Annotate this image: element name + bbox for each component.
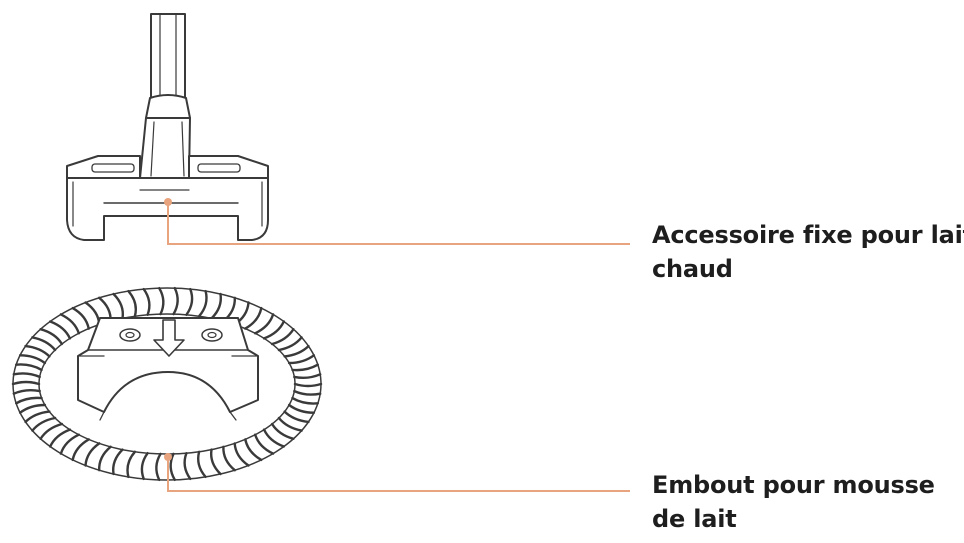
spring-coil-turn xyxy=(59,313,80,335)
spring-coil-turn xyxy=(39,422,64,440)
spring-coil-turn xyxy=(169,452,176,482)
spring-coil-turn xyxy=(12,389,41,395)
spring-coil-turn xyxy=(185,287,194,316)
spring-coil-turn xyxy=(126,450,137,479)
spring-coil-turn xyxy=(140,452,149,481)
spring-coil-turn xyxy=(84,301,101,326)
spring-coil-turn xyxy=(11,380,41,386)
spring-coil-turn xyxy=(233,442,250,467)
spring-coil-turn xyxy=(31,336,57,352)
froth-tip-insert xyxy=(77,317,259,421)
spring-coil-turn xyxy=(287,354,316,365)
hot-milk-attachment-drawing xyxy=(66,13,269,241)
spring-coil-turn xyxy=(283,410,310,424)
spring-coil-turn xyxy=(158,286,165,316)
spring-coil-turn xyxy=(127,289,138,318)
spring-coil-turn xyxy=(183,452,192,481)
spring-coil-turn xyxy=(71,438,90,462)
spring-coil-turn xyxy=(293,389,322,396)
spring-coil-turn xyxy=(287,403,316,414)
spring-coil-turn xyxy=(15,396,43,405)
spring-coil-turn xyxy=(283,344,310,358)
spring-coil-turn xyxy=(172,286,179,316)
spring-coil-turn xyxy=(254,433,275,455)
spring-coil-turn xyxy=(142,287,151,316)
spring-coil-turn xyxy=(244,438,263,462)
callout-label-line-2: de lait xyxy=(652,505,737,533)
spring-coil-turn xyxy=(59,433,80,455)
spring-coil-turn xyxy=(15,363,43,372)
callout-line-froth-tip xyxy=(167,457,630,492)
spring-coil-turn xyxy=(293,373,322,379)
spring-coil-turn xyxy=(84,442,101,467)
spring-coil-turn xyxy=(254,313,275,335)
spring-coil-turn xyxy=(222,445,236,472)
spring-coil-turn xyxy=(31,416,57,432)
callout-label-line-1: Accessoire fixe pour lait xyxy=(652,221,964,249)
spring-coil-turn xyxy=(197,289,208,318)
spring-coil-turn xyxy=(291,363,319,372)
froth-tip-drawing xyxy=(11,286,323,482)
spring-coil-turn xyxy=(270,328,295,346)
spring-coil-turn xyxy=(291,396,319,405)
callout-label-line-1: Embout pour mousse xyxy=(652,471,935,499)
spring-coil-turn xyxy=(155,452,162,482)
spring-coil-turn xyxy=(112,448,124,476)
spring-coil-turn xyxy=(209,448,222,476)
spring-coil-turn xyxy=(97,445,112,472)
callout-line-hot-milk xyxy=(167,202,630,245)
spring-coil-turn xyxy=(39,328,64,346)
spring-coil-turn xyxy=(244,306,263,330)
spring-coil-turn xyxy=(196,450,207,479)
spring-coil-turn xyxy=(18,354,47,365)
spring-coil xyxy=(11,286,323,482)
callout-dot-hot-milk xyxy=(164,198,172,206)
spring-coil-turn xyxy=(71,306,90,330)
callout-label-line-2: chaud xyxy=(652,255,733,283)
spring-coil-turn xyxy=(12,372,41,379)
callout-dot-froth-tip xyxy=(164,453,172,461)
callout-leaders xyxy=(164,198,630,492)
callout-label-froth-tip: Embout pour mousse de lait xyxy=(652,468,935,536)
spring-coil-turn xyxy=(49,320,72,340)
arrow-down-icon xyxy=(153,319,185,357)
spring-coil-turn xyxy=(24,344,51,358)
spring-coil-turn xyxy=(262,428,285,448)
spring-coil-turn xyxy=(18,403,47,414)
spring-coil-turn xyxy=(49,428,72,448)
spring-coil-turn xyxy=(277,336,303,352)
spring-coil-turn xyxy=(293,382,323,388)
spring-coil-turn xyxy=(262,320,285,340)
spring-coil-turn xyxy=(270,422,295,440)
spring-coil-turn xyxy=(277,416,303,432)
callout-label-hot-milk-attachment: Accessoire fixe pour lait chaud xyxy=(652,218,964,286)
spring-coil-turn xyxy=(112,292,125,320)
spring-coil-turn xyxy=(210,292,222,320)
spring-coil-turn xyxy=(24,410,51,424)
